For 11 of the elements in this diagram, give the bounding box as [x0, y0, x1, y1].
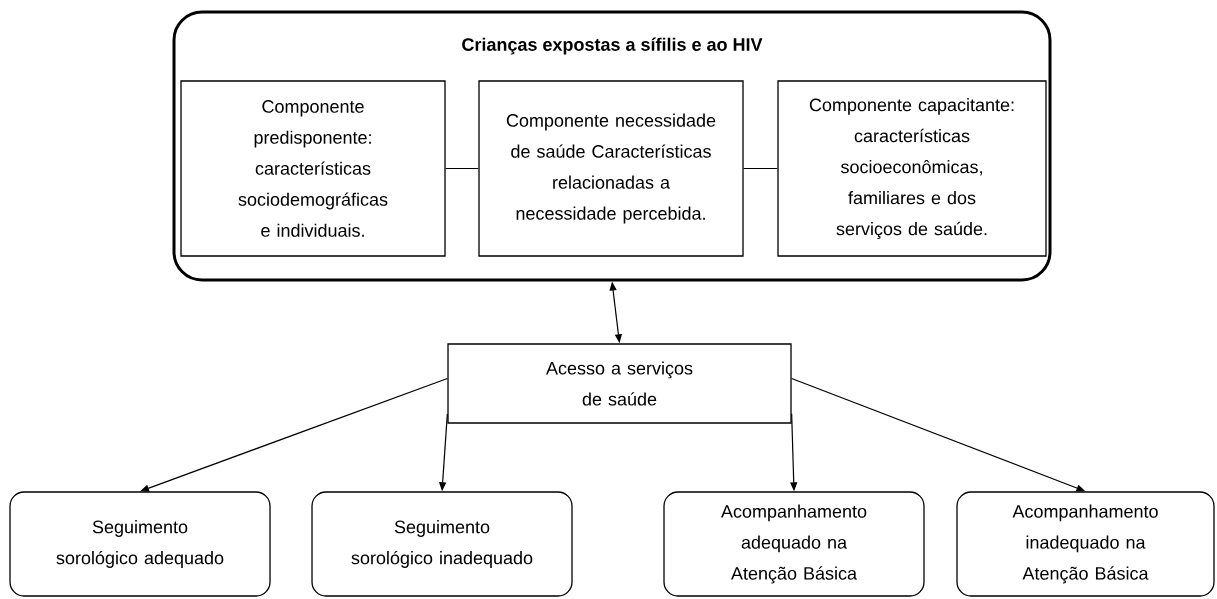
outcome-box: Acompanhamento inadequado na Atenção Básica	[956, 491, 1215, 597]
process-box: Componente predisponente: características sociodemográficas e individuais.	[180, 80, 446, 257]
connector-line	[445, 167, 479, 170]
outcome-box: Acompanhamento adequado na Atenção Básica	[663, 491, 925, 597]
process-box: Componente necessidade de saúde Características relacionadas a necessidade percebida.	[478, 80, 744, 257]
outcome-box: Seguimento sorológico inadequado	[311, 491, 573, 597]
process-box: Acesso a serviços de saúde	[447, 343, 792, 424]
connector-line	[743, 167, 778, 170]
arrow	[140, 377, 448, 492]
process-box: Componente capacitante: características socioeconômicas, familiares e dos serviços de saúde.	[777, 80, 1047, 257]
outcome-box: Seguimento sorológico adequado	[9, 491, 271, 597]
